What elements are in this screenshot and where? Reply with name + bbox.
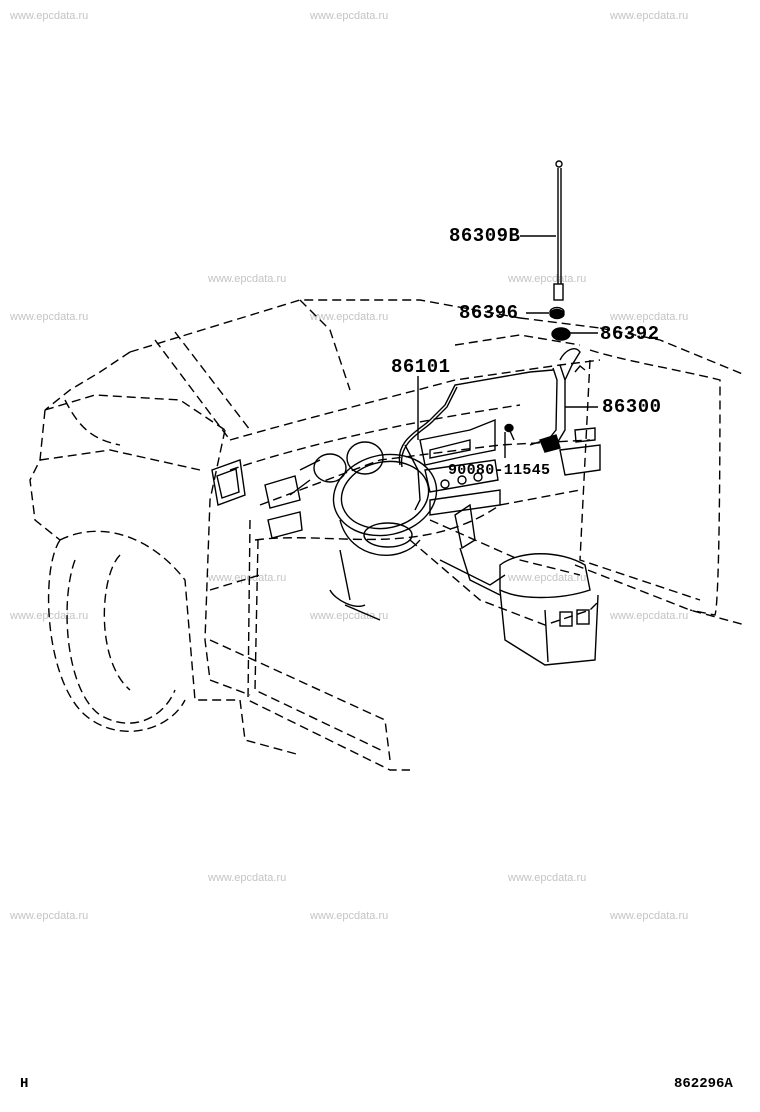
antenna-rod-icon: [553, 160, 564, 301]
nut-icon: [549, 306, 565, 320]
screw-icon: [504, 423, 515, 441]
antenna-assembly-icon: [529, 348, 586, 453]
watermark: www.epcdata.ru: [610, 610, 689, 622]
callout-nut: 86396: [459, 302, 519, 324]
watermark: www.epcdata.ru: [610, 311, 689, 323]
bezel-icon: [551, 327, 571, 341]
watermark: www.epcdata.ru: [208, 572, 287, 584]
watermark: www.epcdata.ru: [10, 10, 89, 22]
watermark: www.epcdata.ru: [508, 273, 587, 285]
watermark: www.epcdata.ru: [310, 10, 389, 22]
watermark: www.epcdata.ru: [310, 610, 389, 622]
callout-bezel: 86392: [600, 323, 660, 345]
watermark: www.epcdata.ru: [208, 872, 287, 884]
callout-antenna-rod: 86309B: [449, 225, 521, 247]
callout-screw: 90080-11545: [448, 462, 551, 479]
watermark: www.epcdata.ru: [10, 311, 89, 323]
figure-id: 862296A: [674, 1076, 733, 1092]
watermark: www.epcdata.ru: [310, 311, 389, 323]
watermark: www.epcdata.ru: [310, 910, 389, 922]
callout-antenna-assembly: 86300: [602, 396, 662, 418]
corner-code-left: H: [20, 1076, 29, 1092]
watermark: www.epcdata.ru: [208, 273, 287, 285]
watermark: www.epcdata.ru: [10, 910, 89, 922]
callout-antenna-cable: 86101: [391, 356, 451, 378]
watermark: www.epcdata.ru: [508, 572, 587, 584]
watermark: www.epcdata.ru: [610, 910, 689, 922]
watermark: www.epcdata.ru: [610, 10, 689, 22]
watermark: www.epcdata.ru: [508, 872, 587, 884]
